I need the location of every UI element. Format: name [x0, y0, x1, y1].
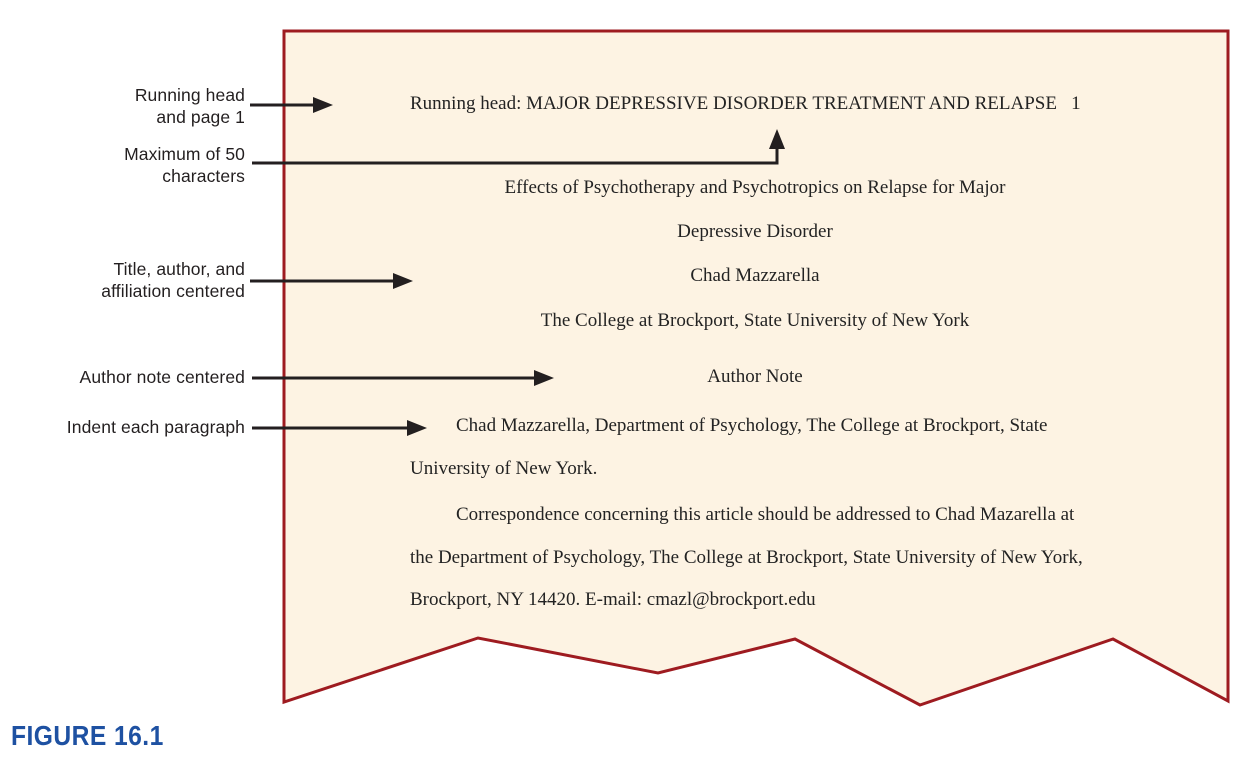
author-note-para1-line1: Chad Mazzarella, Department of Psycholog… — [456, 415, 1048, 436]
paper-title-line-1: Effects of Psychotherapy and Psychotropi… — [504, 177, 1006, 198]
paper-title-line-2: Depressive Disorder — [677, 221, 833, 242]
indent-paragraph-arrow — [252, 420, 427, 436]
callout-line: Author note centered — [79, 367, 245, 387]
callout-line: Maximum of 50 — [124, 144, 245, 164]
callout-line: affiliation centered — [101, 280, 245, 301]
callout-indent-paragraph: Indent each paragraph — [25, 417, 245, 439]
title-author-arrow — [250, 273, 413, 289]
paper-affiliation: The College at Brockport, State Universi… — [540, 310, 970, 331]
manuscript-page-shape — [282, 29, 1230, 707]
running-head-arrow — [250, 97, 333, 113]
callout-title-author: Title, author, and affiliation centered — [25, 259, 245, 302]
callout-author-note: Author note centered — [25, 367, 245, 389]
author-note-para2-line3: Brockport, NY 14420. E-mail: cmazl@brock… — [410, 589, 816, 610]
callout-line: Title, author, and — [113, 259, 245, 279]
max-characters-arrow — [252, 129, 785, 165]
paper-author: Chad Mazzarella — [690, 265, 820, 286]
author-note-para1-line2: University of New York. — [410, 458, 598, 479]
running-head-line: Running head: MAJOR DEPRESSIVE DISORDER … — [410, 93, 1081, 114]
callout-line: Running head — [134, 85, 245, 105]
callout-max-characters: Maximum of 50 characters — [25, 144, 245, 187]
author-note-para2-line1: Correspondence concerning this article s… — [456, 504, 1075, 525]
callout-running-head: Running head and page 1 — [25, 85, 245, 128]
callout-line: characters — [162, 165, 245, 186]
author-note-para2-line2: the Department of Psychology, The Colleg… — [410, 547, 1083, 568]
figure-number-label: FIGURE 16.1 — [11, 720, 164, 751]
callout-line: Indent each paragraph — [66, 417, 245, 437]
author-note-heading: Author Note — [707, 366, 803, 387]
callout-line: and page 1 — [156, 106, 245, 127]
author-note-arrow — [252, 370, 554, 386]
